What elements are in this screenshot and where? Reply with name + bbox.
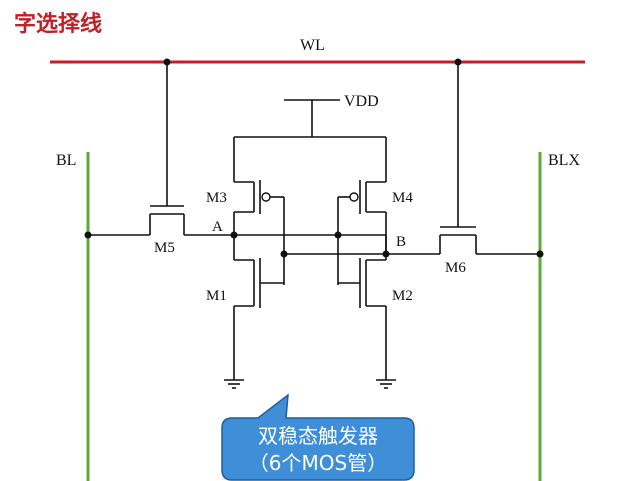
- node-a-label: A: [212, 219, 223, 235]
- m3-label: M3: [206, 190, 227, 206]
- bit-line-label: BL: [56, 152, 76, 169]
- junction-dots: [84, 58, 544, 258]
- m6-label: M6: [445, 260, 466, 276]
- m1-label: M1: [206, 288, 227, 304]
- callout: 双稳态触发器 （6个MOS管）: [221, 393, 415, 481]
- word-line-label: WL: [300, 37, 325, 54]
- circuit-wires: [88, 62, 540, 389]
- m5-label: M5: [154, 240, 175, 256]
- bit-line-bar-label: BLX: [548, 152, 580, 169]
- callout-line-1: 双稳态触发器: [258, 424, 378, 448]
- callout-line-2: （6个MOS管）: [249, 451, 387, 475]
- page-title: 字选择线: [14, 12, 103, 37]
- m2-label: M2: [392, 288, 413, 304]
- m4-label: M4: [392, 190, 413, 206]
- node-b-label: B: [396, 234, 406, 250]
- vdd-label: VDD: [344, 93, 379, 110]
